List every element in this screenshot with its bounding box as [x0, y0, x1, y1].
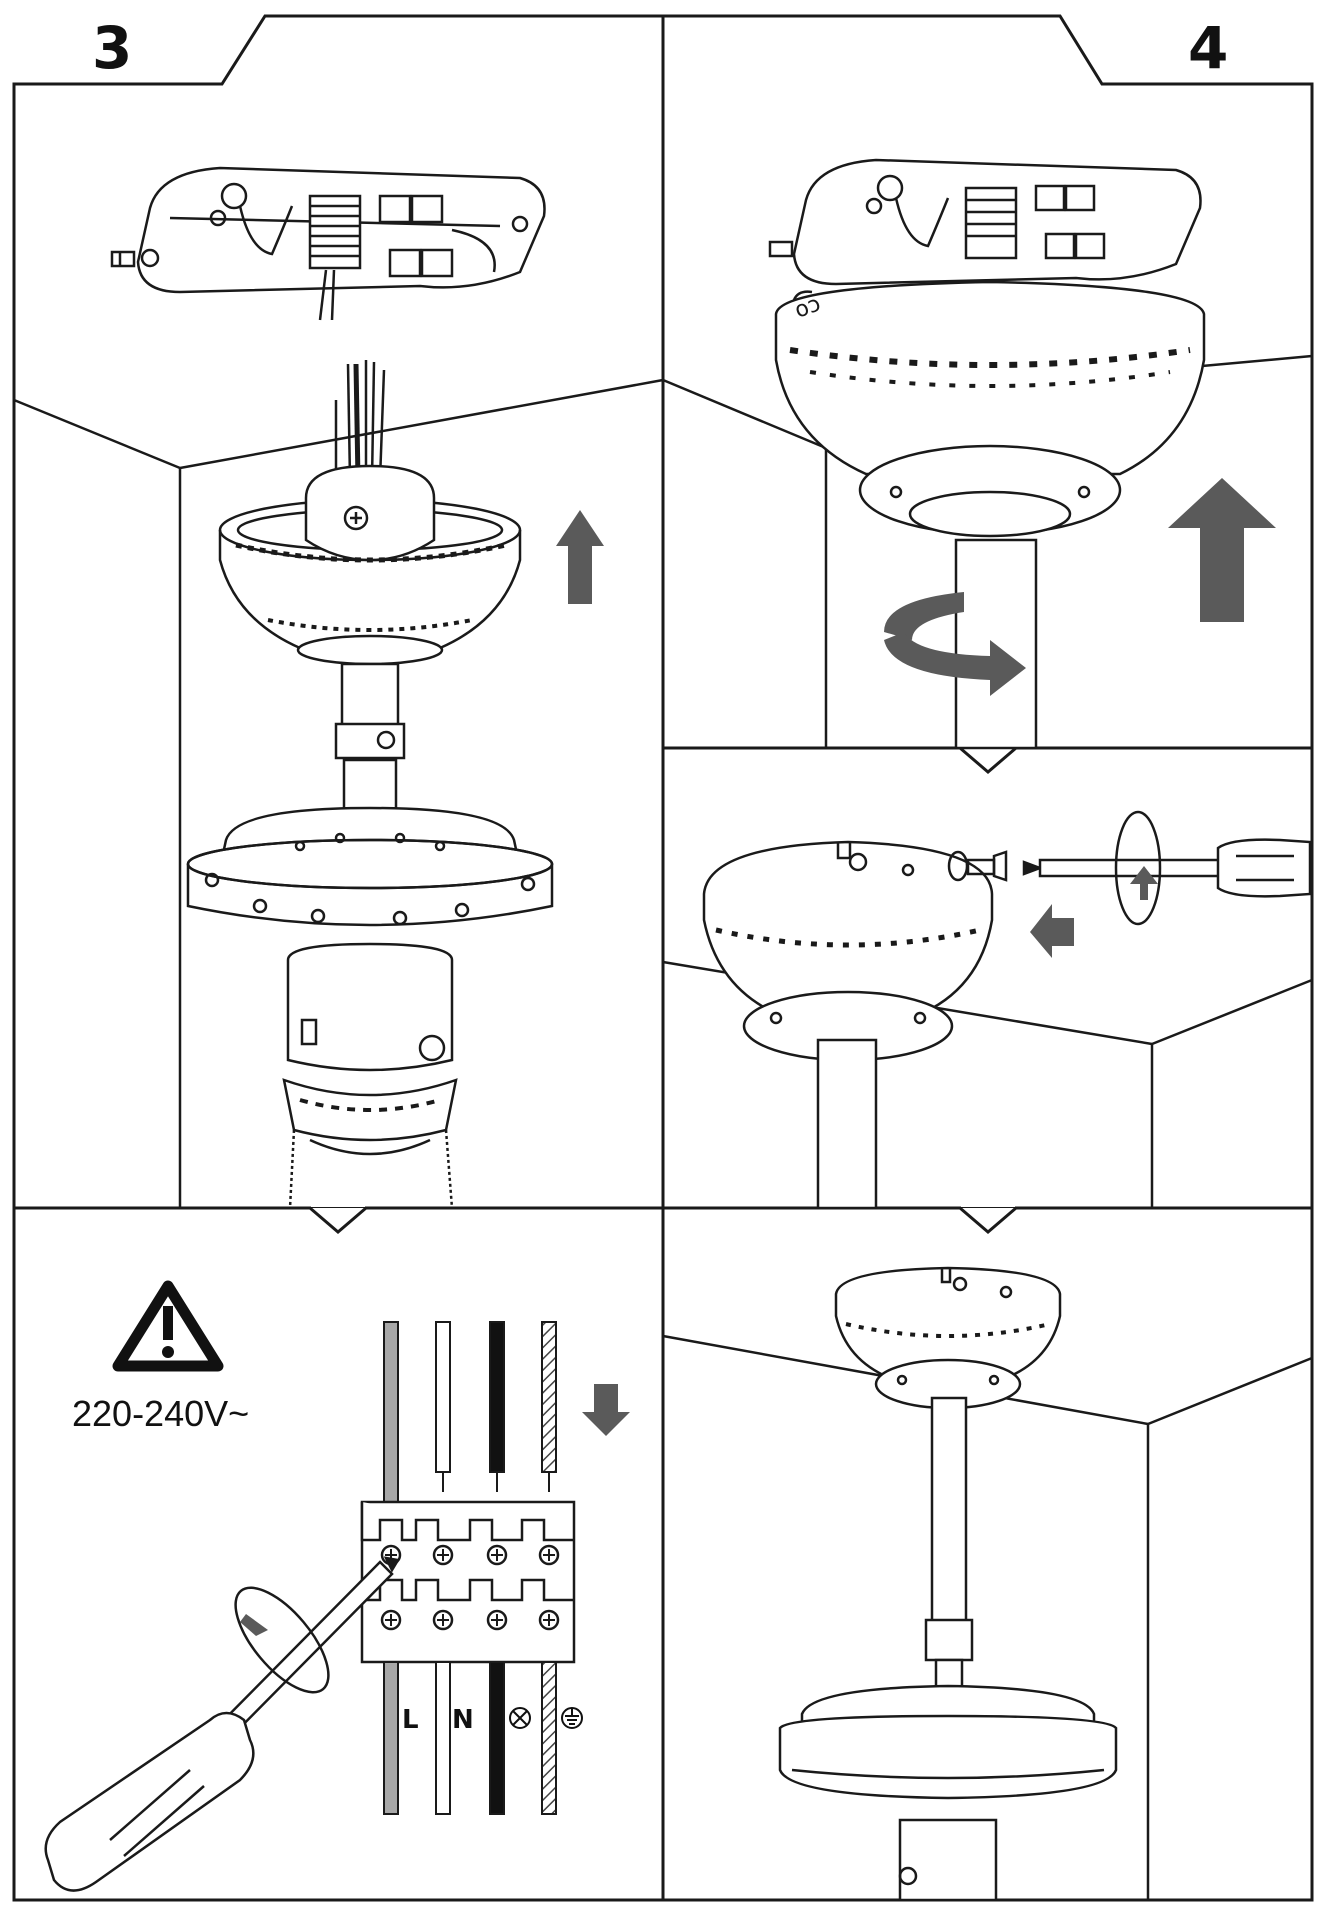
rotate-arrow-icon — [240, 1614, 268, 1636]
motor-housing — [186, 806, 554, 1209]
voltage-label: 220-240V~ — [72, 1393, 249, 1434]
screwdriver — [44, 1556, 401, 1892]
panel-step-4-screw — [662, 810, 1313, 1210]
rotate-arrow-icon — [1130, 866, 1158, 900]
canopy-fixed — [702, 840, 994, 1210]
canopy — [218, 464, 522, 666]
earth-ground-icon — [561, 1707, 583, 1729]
step-number-3: 3 — [92, 14, 132, 82]
canopy-lifted: oᴐ — [774, 280, 1206, 538]
terminal-label-neutral: N — [452, 1705, 474, 1735]
panel-step-3 — [13, 166, 664, 1209]
mounting-bracket — [110, 166, 546, 294]
downrod-upper — [954, 538, 1038, 750]
section-notches — [309, 746, 1017, 1234]
panel-wiring: 220-240V~ — [44, 1280, 630, 1892]
arrow-down-icon — [582, 1384, 630, 1436]
outgoing-wires — [383, 1661, 557, 1815]
mounting-bracket-assembled — [768, 158, 1202, 286]
warning-triangle-icon — [112, 1280, 224, 1372]
arrow-left-icon — [1030, 904, 1074, 958]
screwdriver — [1022, 810, 1312, 926]
step-number-4: 4 — [1188, 14, 1228, 82]
arrow-up-icon — [1168, 478, 1276, 622]
supply-wires — [318, 269, 386, 481]
panel-finished — [662, 1266, 1313, 1902]
rotate-arrow-icon — [884, 592, 1026, 696]
arrow-up-icon — [556, 510, 604, 604]
terminal-block — [360, 1500, 576, 1664]
terminal-label-live: L — [402, 1705, 419, 1735]
lamp-icon — [509, 1707, 531, 1729]
frame — [12, 14, 1314, 1902]
incoming-wires — [383, 1321, 557, 1511]
panel-step-4-lift: oᴐ — [662, 158, 1313, 750]
